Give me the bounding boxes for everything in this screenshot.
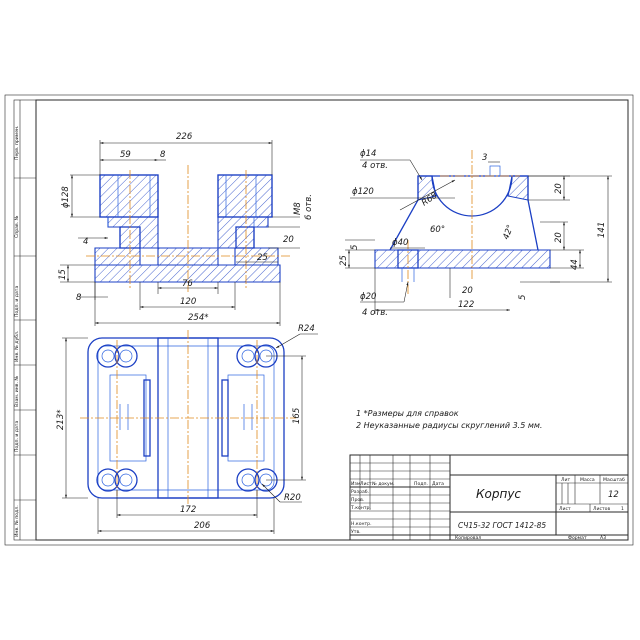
dim-top-thickness: 20 (554, 183, 564, 194)
plan-corner-hole (96, 468, 120, 492)
tb-col-doc: № докум. (372, 481, 395, 487)
dim-bottom-20: 20 (462, 286, 473, 296)
side-stamp-label: Подп. и дата (14, 421, 20, 452)
dim-top-small: 3 (482, 153, 487, 163)
side-stamp-label: Перв. примен. (14, 126, 20, 161)
dim-big-dia: ϕ120 (352, 187, 374, 197)
part-name: Корпус (476, 487, 521, 501)
dim-rib: 20 (554, 232, 564, 243)
dim-left-25: 25 (339, 255, 349, 266)
side-stamp-label: Инв. № дубл. (14, 331, 20, 362)
tb-lit: Лит (561, 477, 570, 483)
tb-sheets: Листов (593, 506, 610, 512)
left-boss (99, 174, 159, 218)
dim-base-depth: 122 (458, 300, 474, 310)
dim-flange-thickness: 20 (283, 235, 294, 245)
left-wall-section (94, 216, 159, 266)
side-view-dimensions: ϕ14 4 отв. 3 ϕ120 R68 60° 42° 20 141 20 … (339, 149, 612, 318)
title-block: Изм Лист № докум. Подп. Дата Разраб. Про… (349, 454, 629, 541)
side-top-ribs (417, 175, 437, 201)
tb-copied: Копировал (455, 535, 481, 541)
dim-overall-width: 226 (176, 132, 193, 142)
tb-col-izm: Изм (351, 481, 361, 487)
side-stamp-label: Взам. инв. № (14, 376, 20, 407)
tb-row-label: Утв. (351, 529, 361, 535)
tb-row-label: Пров. (351, 497, 364, 503)
dim-thread-count: 6 отв. (304, 194, 314, 220)
tb-sheets-value: 1 (621, 506, 624, 512)
dim-hole-pitch-h: 172 (180, 505, 196, 515)
dim-pocket-depth: 4 (83, 237, 88, 247)
dim-bottom-5: 5 (518, 295, 528, 300)
tb-format-value: А3 (600, 535, 606, 541)
dim-inner-step: 25 (257, 253, 268, 263)
side-stamp-label: Справ. № (14, 215, 20, 238)
dim-small-hole-count: 4 отв. (362, 161, 388, 171)
dim-small-hole: ϕ14 (360, 149, 376, 159)
tb-row-label: Разраб. (351, 489, 369, 495)
dim-total-height-plan: 213* (56, 410, 66, 430)
tb-sheet: Лист (559, 506, 571, 512)
dim-thread: M8 (293, 202, 303, 215)
tb-mass: Масса (580, 477, 595, 483)
plan-corner-hole (114, 344, 138, 368)
right-wall-section (217, 216, 279, 266)
dim-base-span: 120 (180, 297, 196, 307)
tb-col-date: Дата (432, 481, 444, 487)
dim-base-length: 254* (188, 313, 208, 323)
dim-base-height: 15 (58, 269, 68, 280)
tb-row-label: Т.контр. (350, 505, 371, 511)
side-small-hole (489, 165, 501, 177)
top-view (86, 165, 290, 292)
dim-angle-60: 60° (430, 225, 445, 235)
dim-left-5: 5 (350, 245, 360, 250)
note-line: 2 Неуказанные радиусы скруглений 3.5 мм. (356, 421, 542, 430)
dim-small-step: 8 (160, 150, 166, 160)
dim-hole-20: ϕ20 (360, 292, 376, 302)
side-base-plate (374, 249, 551, 269)
dim-base-step: 8 (76, 293, 82, 303)
side-top-ribs-right (507, 175, 529, 201)
tb-col-list: Лист (360, 481, 372, 487)
tb-scale: Масштаб (603, 477, 625, 483)
tb-format: Формат (568, 535, 587, 541)
tb-scale-value: 12 (608, 490, 619, 500)
right-pocket (235, 226, 255, 249)
plan-corner-hole (114, 468, 138, 492)
dim-hole-pitch-v: 165 (292, 408, 302, 424)
dim-total-height: 141 (597, 222, 607, 238)
tb-col-sign: Подп. (414, 481, 428, 487)
plan-corner-hole (96, 344, 120, 368)
side-view (374, 150, 551, 295)
plan-view (80, 330, 296, 506)
technical-notes: 1 *Размеры для справок 2 Неуказанные рад… (356, 409, 542, 430)
dim-fillet: R20 (284, 493, 301, 503)
dim-total-width: 206 (194, 521, 211, 531)
note-line: 1 *Размеры для справок (356, 409, 459, 418)
dim-corner-radius: R24 (298, 324, 315, 334)
plan-view-dimensions: R24 213* 165 172 206 R20 (56, 324, 318, 534)
dim-counterbore: ϕ40 (392, 238, 408, 248)
plan-corner-hole (236, 344, 260, 368)
side-stamp: Перв. примен. Справ. № Подп. и дата Инв.… (13, 99, 37, 541)
tb-row-label: Н.контр. (351, 521, 372, 527)
top-view-dimensions: 226 59 8 ϕ128 M8 6 отв. 20 4 15 8 25 76 (58, 132, 314, 326)
part-material: СЧ15-32 ГОСТ 1412-85 (458, 521, 546, 530)
side-stamp-label: Инв. № подл. (14, 505, 20, 537)
dim-left-offset: 59 (120, 150, 131, 160)
dim-angle-42: 42° (501, 223, 516, 241)
sheet-frame (4, 94, 634, 546)
dim-base-thickness: 44 (570, 259, 580, 270)
dim-bore-dia: ϕ128 (61, 186, 71, 208)
plan-corner-hole (236, 468, 260, 492)
side-stamp-label: Подп. и дата (14, 286, 20, 317)
dim-center-gap: 76 (182, 279, 193, 289)
